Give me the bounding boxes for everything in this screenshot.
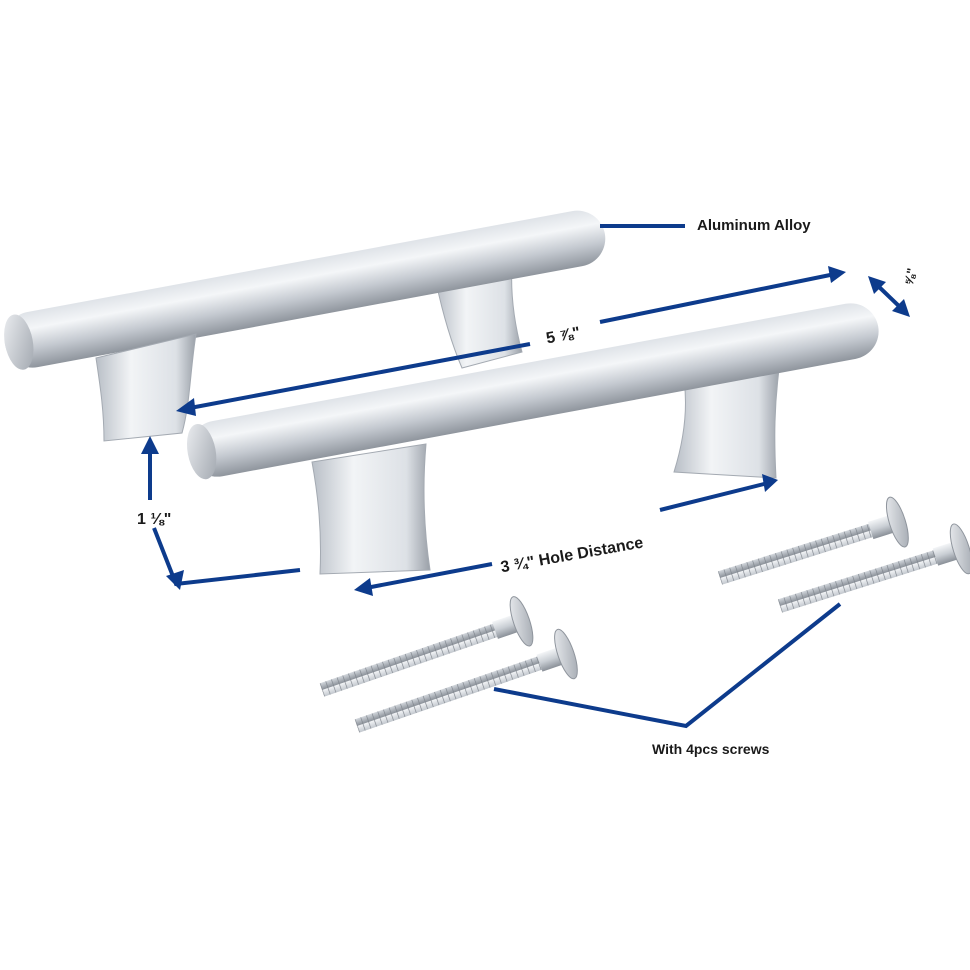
screw [717,496,909,585]
dim-hole-line-left [365,562,493,590]
arrow-hole-right [762,474,778,492]
arrow-height-top [141,436,159,454]
handle-back-end-cap [4,314,34,370]
arrow-thickness-bottom [892,299,910,317]
label-material: Aluminum Alloy [697,217,811,234]
dim-hole-line-right [659,481,769,512]
screw [777,523,970,613]
arrow-length-left [176,398,196,416]
leader-screws [493,602,842,729]
handle-front-leg-left [311,443,431,575]
dim-length-line-right [599,272,836,324]
label-length: 5 ⅞" [545,324,582,347]
dim-length-line-left [189,342,531,410]
label-height: 1 ⅛" [137,511,171,528]
screw-group [319,496,970,733]
handle-back [4,210,606,442]
handle-front-end-cap [186,423,217,480]
handle-back-leg-left [95,333,197,442]
handle-back-bar [4,210,606,368]
handle-front-leg-right [673,361,781,479]
arrow-heads [141,266,910,596]
handle-front-bar [189,303,879,477]
arrow-hole-left [354,578,373,596]
arrow-length-right [828,266,846,283]
label-screws: With 4pcs screws [652,741,770,757]
arrow-thickness-top [868,276,886,294]
label-hole-distance: 3 ¾" Hole Distance [499,534,644,576]
screw [319,596,534,697]
label-thickness: ⅝" [901,267,919,287]
arrow-height-bottom [166,570,184,590]
handle-back-leg-right [435,263,523,369]
dim-thickness-line [874,282,904,311]
handle-front [186,303,879,575]
screw [354,628,578,733]
